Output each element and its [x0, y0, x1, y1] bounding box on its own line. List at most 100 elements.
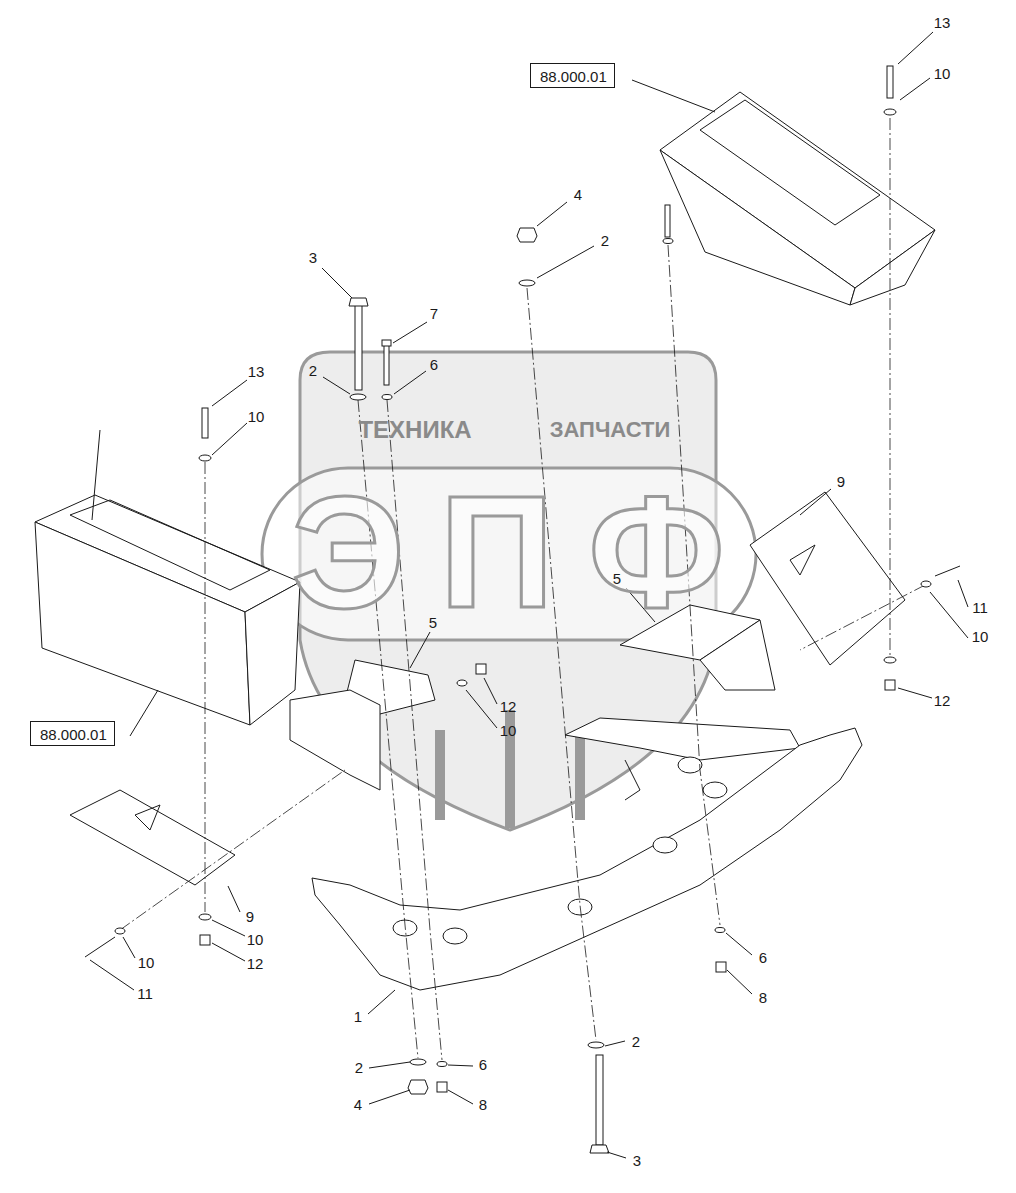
leader-line: [212, 423, 247, 455]
frame: [678, 757, 702, 773]
callout-number: 11: [972, 600, 988, 615]
fastener: [349, 298, 368, 306]
callout-number: 2: [601, 233, 609, 248]
leader-line: [448, 1090, 473, 1104]
callout-number: 5: [429, 615, 437, 630]
callout-number: 2: [632, 1034, 640, 1049]
fastener: [115, 928, 125, 934]
callout-number: 13: [248, 364, 265, 379]
callout-number: 10: [247, 932, 264, 947]
fastener: [200, 935, 210, 945]
leader-line: [958, 580, 968, 607]
callout-number: 7: [430, 306, 438, 321]
fastener: [437, 1062, 447, 1067]
bracket: [70, 790, 235, 885]
leader-line: [800, 489, 831, 515]
leader-line: [898, 688, 932, 698]
fastener: [92, 430, 100, 520]
fastener: [85, 937, 115, 957]
battery: [35, 522, 250, 725]
callout-number: 9: [246, 909, 254, 924]
leader-line: [212, 920, 245, 936]
leader-line: [727, 970, 752, 994]
fastener: [884, 657, 896, 663]
callout-number: 13: [934, 15, 951, 30]
battery: [35, 92, 935, 725]
fastener: [715, 928, 725, 933]
fastener: [596, 1055, 603, 1145]
leader-line: [393, 322, 427, 343]
fastener: [199, 455, 211, 461]
leader-line: [322, 268, 352, 298]
fastener: [921, 581, 931, 587]
callout-number: 5: [613, 571, 621, 586]
fastener: [199, 914, 211, 920]
frame: [312, 728, 862, 990]
leader-line: [130, 690, 158, 736]
leader-line: [123, 937, 135, 958]
fastener: [85, 66, 960, 1153]
callout-number: 4: [354, 1097, 362, 1112]
battery: [660, 150, 855, 305]
frame: [443, 928, 467, 944]
centre-line: [120, 770, 345, 930]
battery: [70, 500, 270, 590]
fastener: [355, 300, 362, 390]
leader-line: [900, 78, 930, 100]
leader-line: [448, 1065, 473, 1066]
leader-line: [410, 632, 430, 668]
callout-number: 4: [574, 187, 582, 202]
watermark-text: ТЕХНИКА: [358, 418, 471, 442]
callout-number: 3: [309, 250, 317, 265]
callout-number: 1: [354, 1009, 362, 1024]
fastener: [519, 280, 535, 286]
leader-line: [90, 32, 968, 1158]
watermark-text: ЭПФ: [291, 472, 758, 632]
battery: [700, 100, 880, 225]
fastener: [202, 408, 208, 438]
callout-number: 12: [934, 693, 951, 708]
bracket: [290, 690, 380, 790]
fastener: [588, 1042, 604, 1048]
leader-line: [537, 246, 594, 278]
fastener: [382, 395, 392, 400]
bracket: [135, 805, 160, 830]
fastener: [382, 340, 391, 346]
leader-line: [212, 943, 245, 961]
callout-number: 10: [972, 629, 989, 644]
centre-line: [800, 585, 925, 650]
callout-number: 6: [479, 1057, 487, 1072]
fastener: [384, 345, 389, 385]
leader-line: [212, 380, 247, 406]
callout-number: 2: [309, 363, 317, 378]
leader-line: [930, 592, 968, 638]
fastener: [517, 228, 537, 242]
fastener: [410, 1059, 426, 1065]
fastener: [457, 680, 467, 686]
leader-line: [369, 1090, 410, 1104]
centre-line: [205, 462, 206, 912]
fastener: [716, 962, 726, 972]
leader-line: [605, 1041, 625, 1046]
fastener: [663, 239, 673, 244]
leader-line: [607, 1152, 626, 1158]
frame: [625, 760, 640, 800]
reference-box: 88.000.01: [30, 721, 115, 746]
fastener: [884, 109, 896, 115]
fastener: [408, 1080, 428, 1094]
leader-line: [228, 886, 240, 912]
leader-line: [898, 32, 933, 64]
leader-line: [537, 202, 567, 226]
callout-number: 10: [138, 955, 155, 970]
callout-number: 2: [355, 1060, 363, 1075]
fastener: [935, 566, 960, 576]
fastener: [590, 1145, 609, 1153]
callout-number: 12: [247, 956, 264, 971]
leader-line: [368, 990, 395, 1014]
frame: [653, 837, 677, 853]
reference-number: 88.000.01: [540, 68, 605, 85]
callout-number: 8: [759, 990, 767, 1005]
fastener: [476, 664, 486, 674]
bracket: [750, 492, 905, 665]
leader-line: [394, 371, 426, 394]
